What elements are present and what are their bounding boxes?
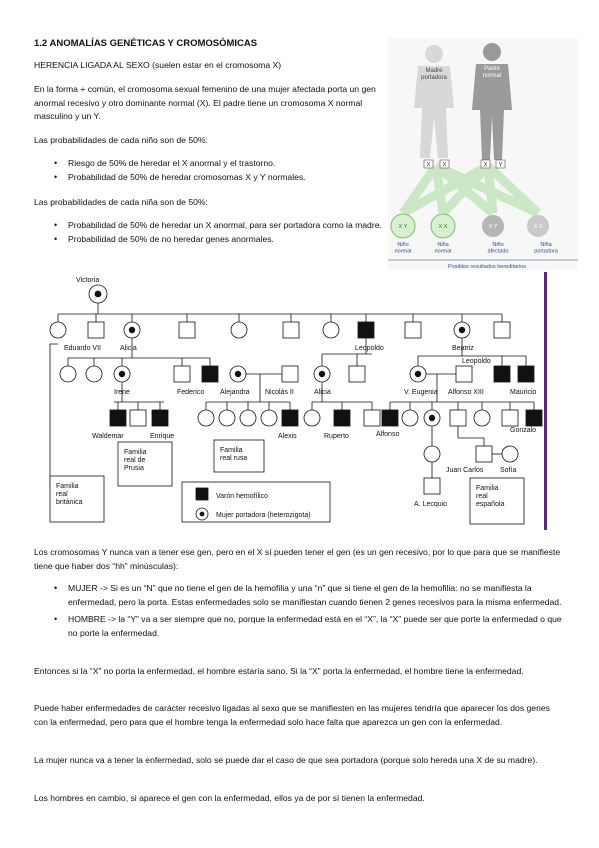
label-mauricio: Mauricio [510,389,537,396]
label-victoria: Victoria [76,277,99,284]
child-chromosomes: X X [439,224,448,230]
label-nicolas: Nicolás II [265,389,294,396]
child-chromosomes: X Y [489,224,498,230]
label-alicia-2: Alicia [314,389,331,396]
box-prusia-label: Familia [124,449,147,456]
child-label: Niña [540,242,552,248]
box-britanica-label: Familia [56,483,79,490]
paragraph-7: La mujer nunca va a tener la enfermedad,… [34,755,538,765]
gene-explanation-list: MUJER -> Si es un “N” que no tiene el ge… [34,582,566,640]
mother-label: Madre [425,68,443,74]
label-alejandra: Alejandra [220,389,250,396]
child-chromosomes: X Y [399,224,408,230]
list-item: HOMBRE -> la “Y” va a ser siempre que no… [34,613,566,640]
child-label: Niña [437,242,449,248]
father-label: Padre [484,66,501,72]
label-federico: Federico [177,389,204,396]
label-lecquio: A. Lecquio [414,501,447,508]
paragraph-5: Entonces si la “X” no porta la enfermeda… [34,666,524,676]
box-britanica [49,475,105,523]
mother-silhouette [414,45,454,158]
paragraph-2: Las probabilidades de cada niño son de 5… [34,135,208,145]
label-alfonso-xiii: Alfonso XIII [448,389,484,396]
label-alicia: Alicia [120,345,137,352]
boy-probabilities-list: Riesgo de 50% de heredar el X anormal y … [34,157,382,184]
child-label: Niño [397,242,408,248]
box-rusa-label: Familia [220,447,243,454]
list-item: MUJER -> Si es un “N” que no tiene el ge… [34,582,566,609]
label-beatriz: Beatriz [452,345,474,352]
label-enrique: Enrique [150,433,174,440]
legend-hemophiliac-male: Varón hemofílico [216,493,268,500]
label-alfonso: Alfonso [376,431,399,438]
father-chromosome: X [483,163,487,169]
paragraph-3: Las probabilidades de cada niña son de 5… [34,197,208,207]
girl-probabilities-list: Probabilidad de 50% de heredar un X anor… [34,219,382,246]
list-item: Riesgo de 50% de heredar el X anormal y … [34,157,382,171]
paragraph-1: En la forma + común, el cromosoma sexual… [34,84,376,121]
father-chromosome: Y [498,163,502,169]
label-alexis: Alexis [278,433,297,440]
label-victoria-eugenia: V. Eugenia [404,389,438,396]
paragraph-4: Los cromosomas Y nunca van a tener ese g… [34,547,561,571]
mother-chromosome: X [442,163,446,169]
paragraph-8: Los hombres en cambio, si aparece el gen… [34,793,425,803]
list-item: Probabilidad de 50% de heredar cromosoma… [34,171,382,185]
mother-chromosome: X [426,163,430,169]
box-espanola [469,477,525,525]
box-espanola-label: Familia [476,485,499,492]
label-sofia: Sofía [500,467,516,474]
father-silhouette [472,43,512,160]
figure-caption: Posibles resultados hereditarios [448,264,526,270]
label-ruperto: Ruperto [324,433,349,440]
child-chromosomes: X X [534,224,543,230]
section-title: 1.2 ANOMALÍAS GENÉTICAS Y CROMOSÓMICAS [34,38,258,49]
children-results [390,213,549,239]
paragraph-6: Puede haber enfermedades de carácter rec… [34,703,550,727]
label-leopoldo: Leopoldo [355,345,384,352]
label-gonzalo: Gonzalo [510,427,536,434]
list-item: Probabilidad de 50% de heredar un X anor… [34,219,382,233]
subtitle: HERENCIA LIGADA AL SEXO (suelen estar en… [34,60,282,70]
label-waldemar: Waldemar [92,433,124,440]
legend-carrier-female: Mujer portadora (heterozigota) [216,512,311,519]
label-leopoldo-2: Leopoldo [462,358,491,365]
box-prusia [117,441,173,487]
label-irene: Irene [114,389,130,396]
label-juan-carlos: Juan Carlos [446,467,484,474]
label-eduardo: Eduardo VII [64,345,101,352]
list-item: Probabilidad de 50% de no heredar genes … [34,233,382,247]
box-rusa [213,439,265,473]
child-label: Niño [492,242,503,248]
pedigree-chart: Victoria Eduardo VII Alicia Leopoldo Bea… [49,272,547,530]
